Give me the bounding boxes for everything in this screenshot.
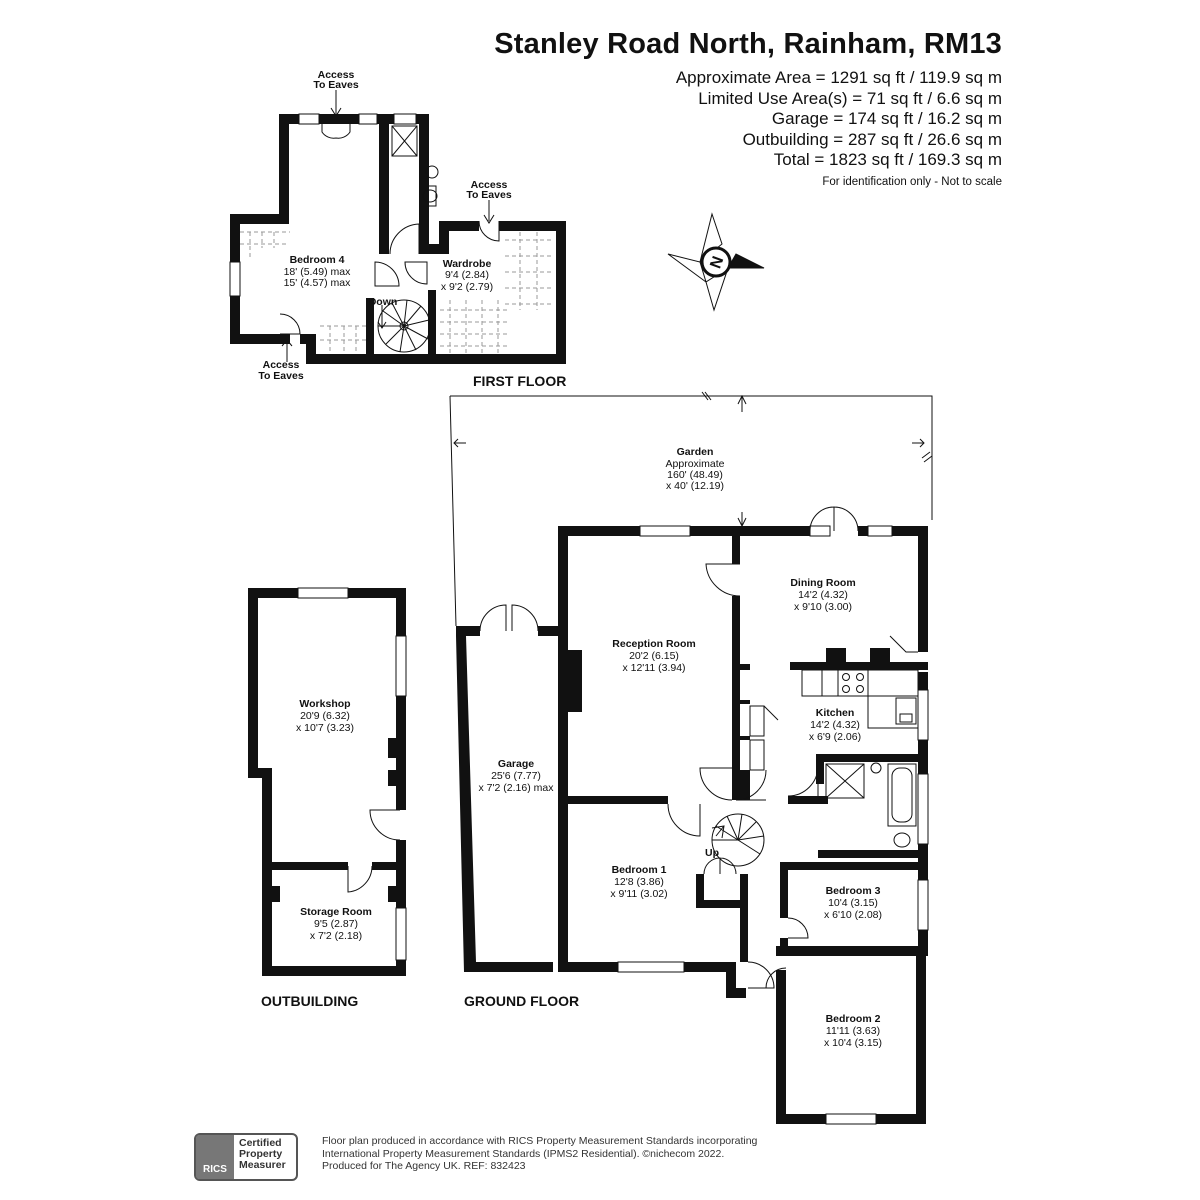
footer-line: Produced for The Agency UK. REF: 832423 — [322, 1160, 526, 1172]
rics-badge-line: Property — [239, 1148, 283, 1160]
garage-area: Garage = 174 sq ft / 16.2 sq m — [771, 109, 1002, 128]
property-title: Stanley Road North, Rainham, RM13 — [494, 28, 1002, 60]
footer-line: Floor plan produced in accordance with R… — [322, 1135, 758, 1147]
room-dim-bedroom-2: x 10'4 (3.15) — [824, 1037, 882, 1049]
room-dim-dining-room: 14'2 (4.32) — [798, 589, 848, 601]
room-name-reception-room: Reception Room — [612, 638, 695, 650]
room-dim-bedroom-4: 18' (5.49) max — [284, 266, 352, 278]
outbuilding-area: Outbuilding = 287 sq ft / 26.6 sq m — [742, 129, 1002, 149]
room-dim-storage-room: x 7'2 (2.18) — [310, 930, 362, 942]
approximate-area: Approximate Area = 1291 sq ft / 119.9 sq… — [675, 68, 1002, 87]
room-dim-bedroom-2: 11'11 (3.63) — [826, 1025, 880, 1037]
room-dim-reception-room: 20'2 (6.15) — [629, 650, 679, 662]
room-name-garden: Garden — [677, 446, 714, 458]
room-name-workshop: Workshop — [299, 698, 350, 710]
access-eaves-label: Access — [263, 359, 300, 371]
disclaimer: For identification only - Not to scale — [822, 176, 1002, 188]
floor-label-ground: GROUND FLOOR — [464, 993, 579, 1009]
footer-notes: Floor plan produced in accordance with R… — [322, 1135, 757, 1173]
rics-badge-line: Measurer — [239, 1159, 286, 1171]
access-eaves-label: Access — [318, 69, 355, 81]
room-name-bedroom-2: Bedroom 2 — [826, 1013, 881, 1025]
footer-line: International Property Measurement Stand… — [322, 1147, 725, 1160]
stairs-up-label: Up — [705, 847, 719, 859]
room-dim-storage-room: 9'5 (2.87) — [314, 918, 358, 930]
room-dim-bedroom-3: x 6'10 (2.08) — [824, 909, 882, 921]
stairs-down-label: Down — [369, 296, 398, 308]
room-name-bedroom-4: Bedroom 4 — [290, 254, 345, 266]
room-name-garage: Garage — [498, 758, 534, 770]
limited-use-area: Limited Use Area(s) = 71 sq ft / 6.6 sq … — [698, 88, 1002, 108]
ground-floor-plan — [248, 506, 929, 1125]
first-floor-plan — [229, 90, 566, 364]
room-name-wardrobe: Wardrobe — [443, 258, 492, 270]
room-dim-bedroom-3: 10'4 (3.15) — [828, 897, 878, 909]
room-dim-dining-room: x 9'10 (3.00) — [794, 601, 852, 613]
room-dim-garden: 160' (48.49) — [667, 469, 723, 481]
rics-badge-line: Certified — [239, 1137, 282, 1149]
compass-icon — [667, 212, 765, 312]
floor-label-first: FIRST FLOOR — [473, 373, 566, 389]
rics-badge-text: Certified Property Measurer — [234, 1135, 296, 1179]
access-eaves-label: To Eaves — [466, 189, 511, 201]
room-name-bedroom-3: Bedroom 3 — [826, 885, 881, 897]
room-dim-workshop: 20'9 (6.32) — [300, 710, 350, 722]
room-dim-garden: Approximate — [666, 458, 725, 470]
room-dim-wardrobe: x 9'2 (2.79) — [441, 281, 493, 293]
room-dim-garage: 25'6 (7.77) — [491, 770, 541, 782]
room-dim-reception-room: x 12'11 (3.94) — [622, 662, 685, 674]
room-dim-garage: x 7'2 (2.16) max — [479, 782, 555, 794]
room-dim-kitchen: 14'2 (4.32) — [810, 719, 860, 731]
compass-north-label: N — [707, 254, 727, 271]
access-eaves-label: Access — [471, 179, 508, 191]
room-dim-bedroom-1: x 9'11 (3.02) — [610, 888, 667, 900]
floor-label-outbuilding: OUTBUILDING — [261, 993, 358, 1009]
room-dim-kitchen: x 6'9 (2.06) — [809, 731, 861, 743]
room-dim-workshop: x 10'7 (3.23) — [296, 722, 354, 734]
room-dim-bedroom-4: 15' (4.57) max — [284, 277, 352, 289]
rics-certified-badge: RICS Certified Property Measurer — [194, 1133, 298, 1181]
access-eaves-label: To Eaves — [258, 370, 303, 382]
room-name-kitchen: Kitchen — [816, 707, 855, 719]
room-dim-wardrobe: 9'4 (2.84) — [445, 269, 489, 281]
room-name-bedroom-1: Bedroom 1 — [612, 864, 667, 876]
garden-outline — [449, 391, 933, 627]
room-name-dining-room: Dining Room — [790, 577, 855, 589]
rics-logo: RICS — [196, 1135, 234, 1179]
room-dim-garden: x 40' (12.19) — [666, 480, 724, 492]
access-eaves-label: To Eaves — [313, 79, 358, 91]
room-dim-bedroom-1: 12'8 (3.86) — [614, 876, 664, 888]
room-name-storage-room: Storage Room — [300, 906, 372, 918]
area-summary: Approximate Area = 1291 sq ft / 119.9 sq… — [676, 68, 1002, 171]
total-area: Total = 1823 sq ft / 169.3 sq m — [773, 150, 1002, 169]
